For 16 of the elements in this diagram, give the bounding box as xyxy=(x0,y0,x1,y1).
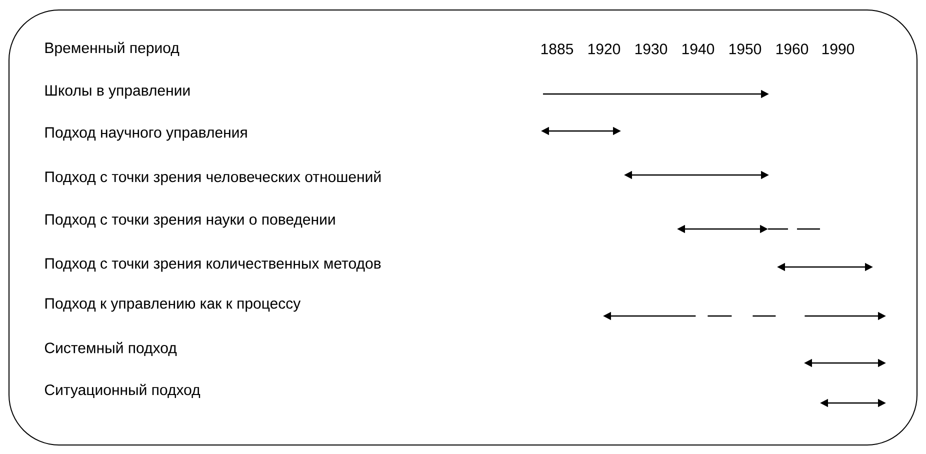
year-label: 1950 xyxy=(729,44,762,54)
row-label: Подход научного управления xyxy=(45,127,247,141)
year-label: 1930 xyxy=(635,44,668,54)
row-label: Системный подход xyxy=(44,342,177,356)
row-label: Ситуационный подход xyxy=(44,384,200,398)
row-label: Подход с точки зрения науки о поведении xyxy=(45,214,335,228)
year-label: 1990 xyxy=(822,44,854,54)
row-label: Подход к управлению как к процессу xyxy=(45,298,301,312)
row-label: Школы в управлении xyxy=(45,85,190,99)
year-label: 1960 xyxy=(776,44,808,54)
year-label: 1885 xyxy=(541,44,574,54)
column-heading: Временный период xyxy=(45,42,180,56)
row-label: Подход с точки зрения количественных методов xyxy=(45,258,381,272)
row-label: Подход с точки зрения человеческих отношений xyxy=(45,170,381,186)
year-label: 1940 xyxy=(682,44,714,54)
year-label: 1920 xyxy=(588,44,620,54)
